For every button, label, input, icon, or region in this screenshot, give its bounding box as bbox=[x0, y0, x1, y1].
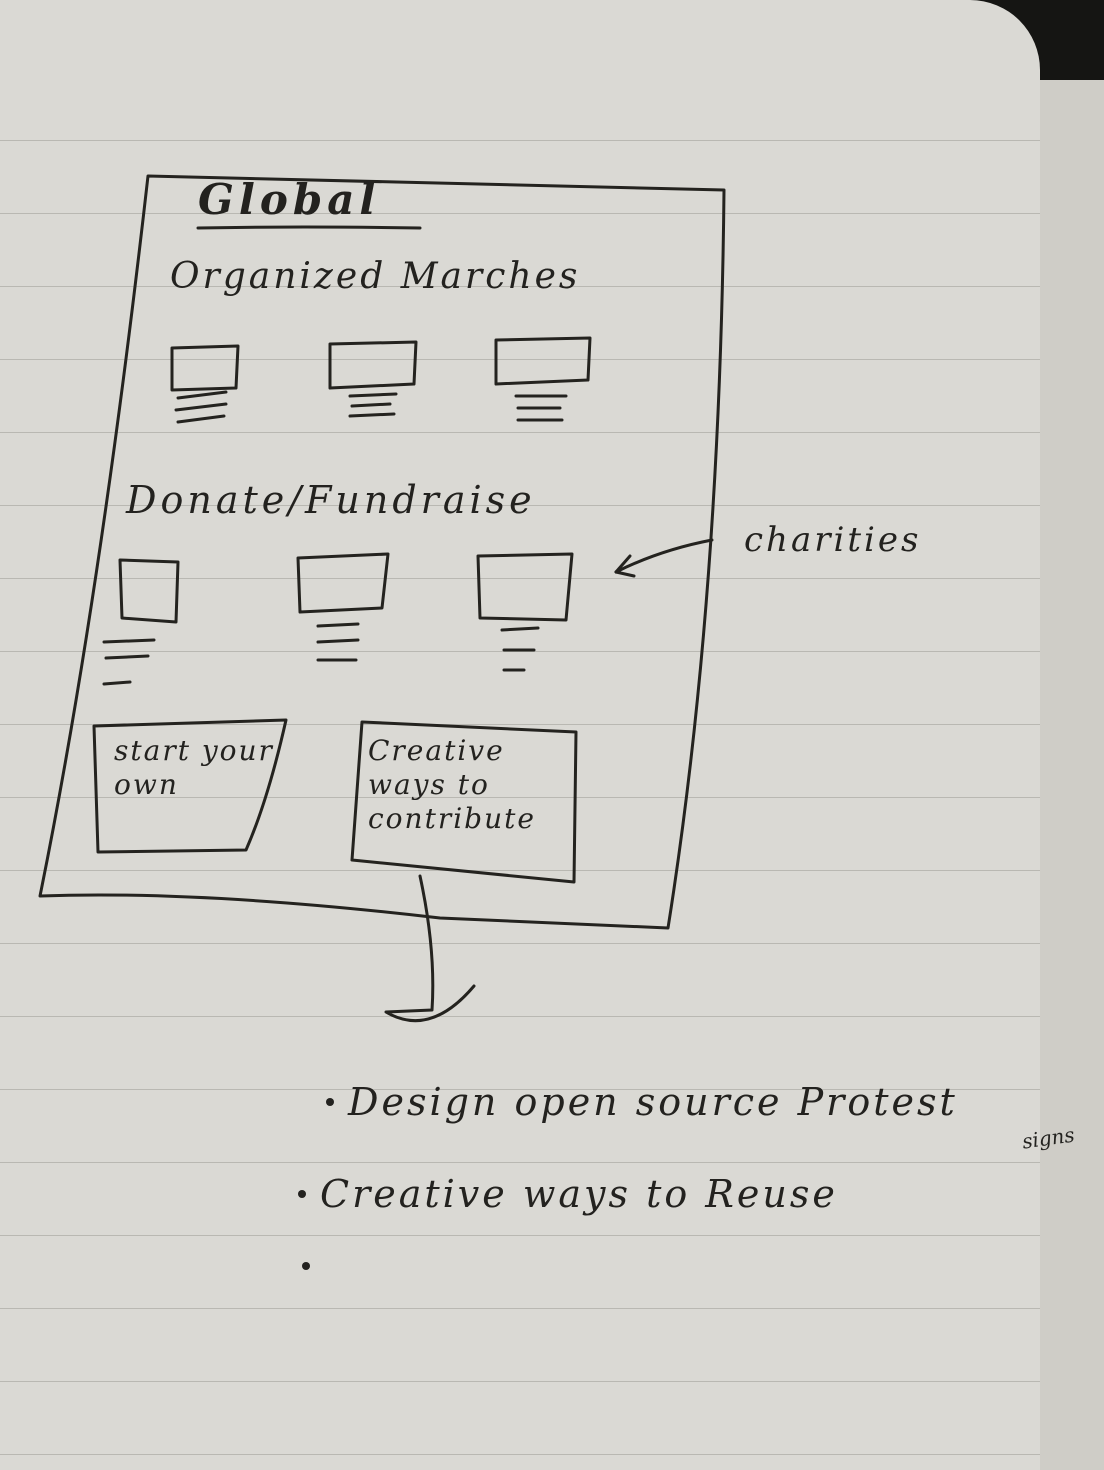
charities-arrow bbox=[614, 538, 714, 578]
march-card-2 bbox=[328, 340, 418, 418]
ruled-line bbox=[0, 432, 1040, 433]
list-item bbox=[302, 1262, 324, 1270]
charity-card-1 bbox=[102, 558, 180, 686]
ruled-line bbox=[0, 1016, 1040, 1017]
ruled-line bbox=[0, 505, 1040, 506]
notebook-next-page bbox=[1028, 80, 1104, 1470]
ruled-line bbox=[0, 1089, 1040, 1090]
ruled-line bbox=[0, 797, 1040, 798]
section-title-donate-fundraise: Donate/Fundraise bbox=[126, 478, 536, 522]
start-your-own-box bbox=[92, 718, 288, 854]
ruled-line bbox=[0, 1308, 1040, 1309]
ruled-line bbox=[0, 1162, 1040, 1163]
ruled-line bbox=[0, 1454, 1040, 1455]
ruled-line bbox=[0, 724, 1040, 725]
list-item: Creative ways to Reuse bbox=[298, 1172, 838, 1216]
ruled-line bbox=[0, 1381, 1040, 1382]
list-item: Design open source Protest bbox=[326, 1080, 958, 1124]
screen-frame bbox=[38, 174, 726, 930]
creative-ways-button[interactable]: Creative ways to contribute bbox=[368, 734, 536, 835]
charity-card-2 bbox=[296, 552, 390, 662]
march-card-1 bbox=[170, 344, 240, 424]
down-arrow bbox=[384, 874, 476, 1023]
ruled-line bbox=[0, 140, 1040, 141]
bullet-icon bbox=[302, 1262, 310, 1270]
annotation-charities: charities bbox=[744, 520, 922, 560]
ruled-line bbox=[0, 578, 1040, 579]
ruled-line bbox=[0, 1235, 1040, 1236]
ruled-line bbox=[0, 870, 1040, 871]
bullet-icon bbox=[326, 1098, 334, 1106]
section-title-organized-marches: Organized Marches bbox=[170, 256, 581, 297]
ruled-line bbox=[0, 359, 1040, 360]
charity-card-3 bbox=[476, 552, 574, 672]
bullet-icon bbox=[298, 1190, 306, 1198]
ruled-line bbox=[0, 943, 1040, 944]
title-underline bbox=[196, 225, 422, 230]
ruled-line bbox=[0, 286, 1040, 287]
page-title: Global bbox=[198, 175, 381, 224]
creative-ways-box bbox=[350, 720, 578, 884]
ruled-line bbox=[0, 213, 1040, 214]
march-card-3 bbox=[494, 336, 592, 422]
notebook-page bbox=[0, 0, 1040, 1470]
note-text: Creative ways to Reuse bbox=[320, 1172, 838, 1216]
note-text: Design open source Protest bbox=[348, 1080, 958, 1124]
start-your-own-button[interactable]: start your own bbox=[114, 734, 274, 801]
